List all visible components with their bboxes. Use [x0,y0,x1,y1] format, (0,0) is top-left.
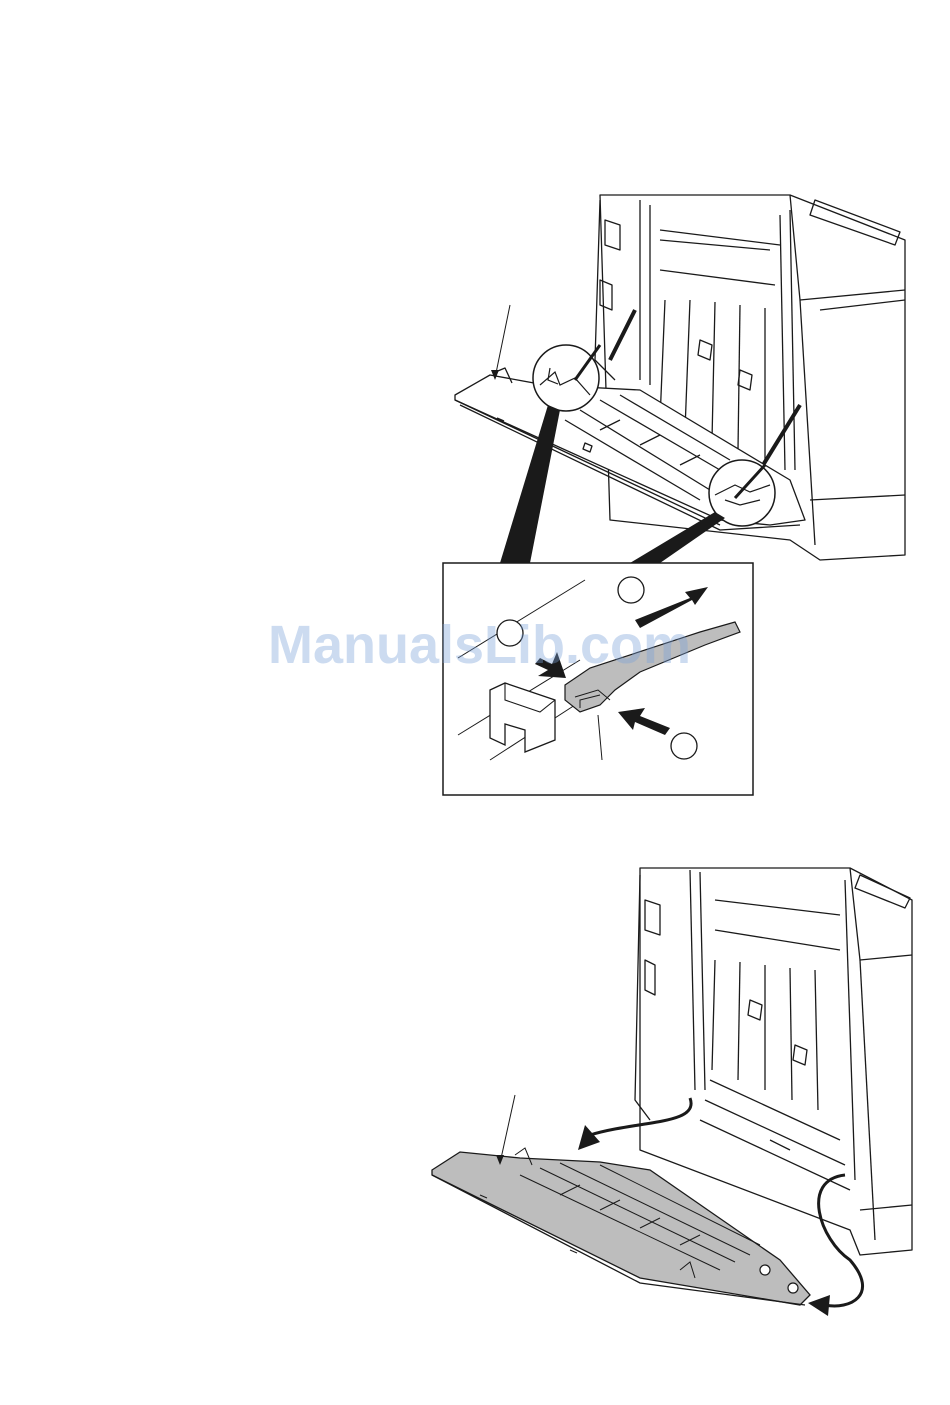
figure-2-printer-illustration [0,0,950,1405]
manual-page: ManualsLib.com [0,0,950,1405]
